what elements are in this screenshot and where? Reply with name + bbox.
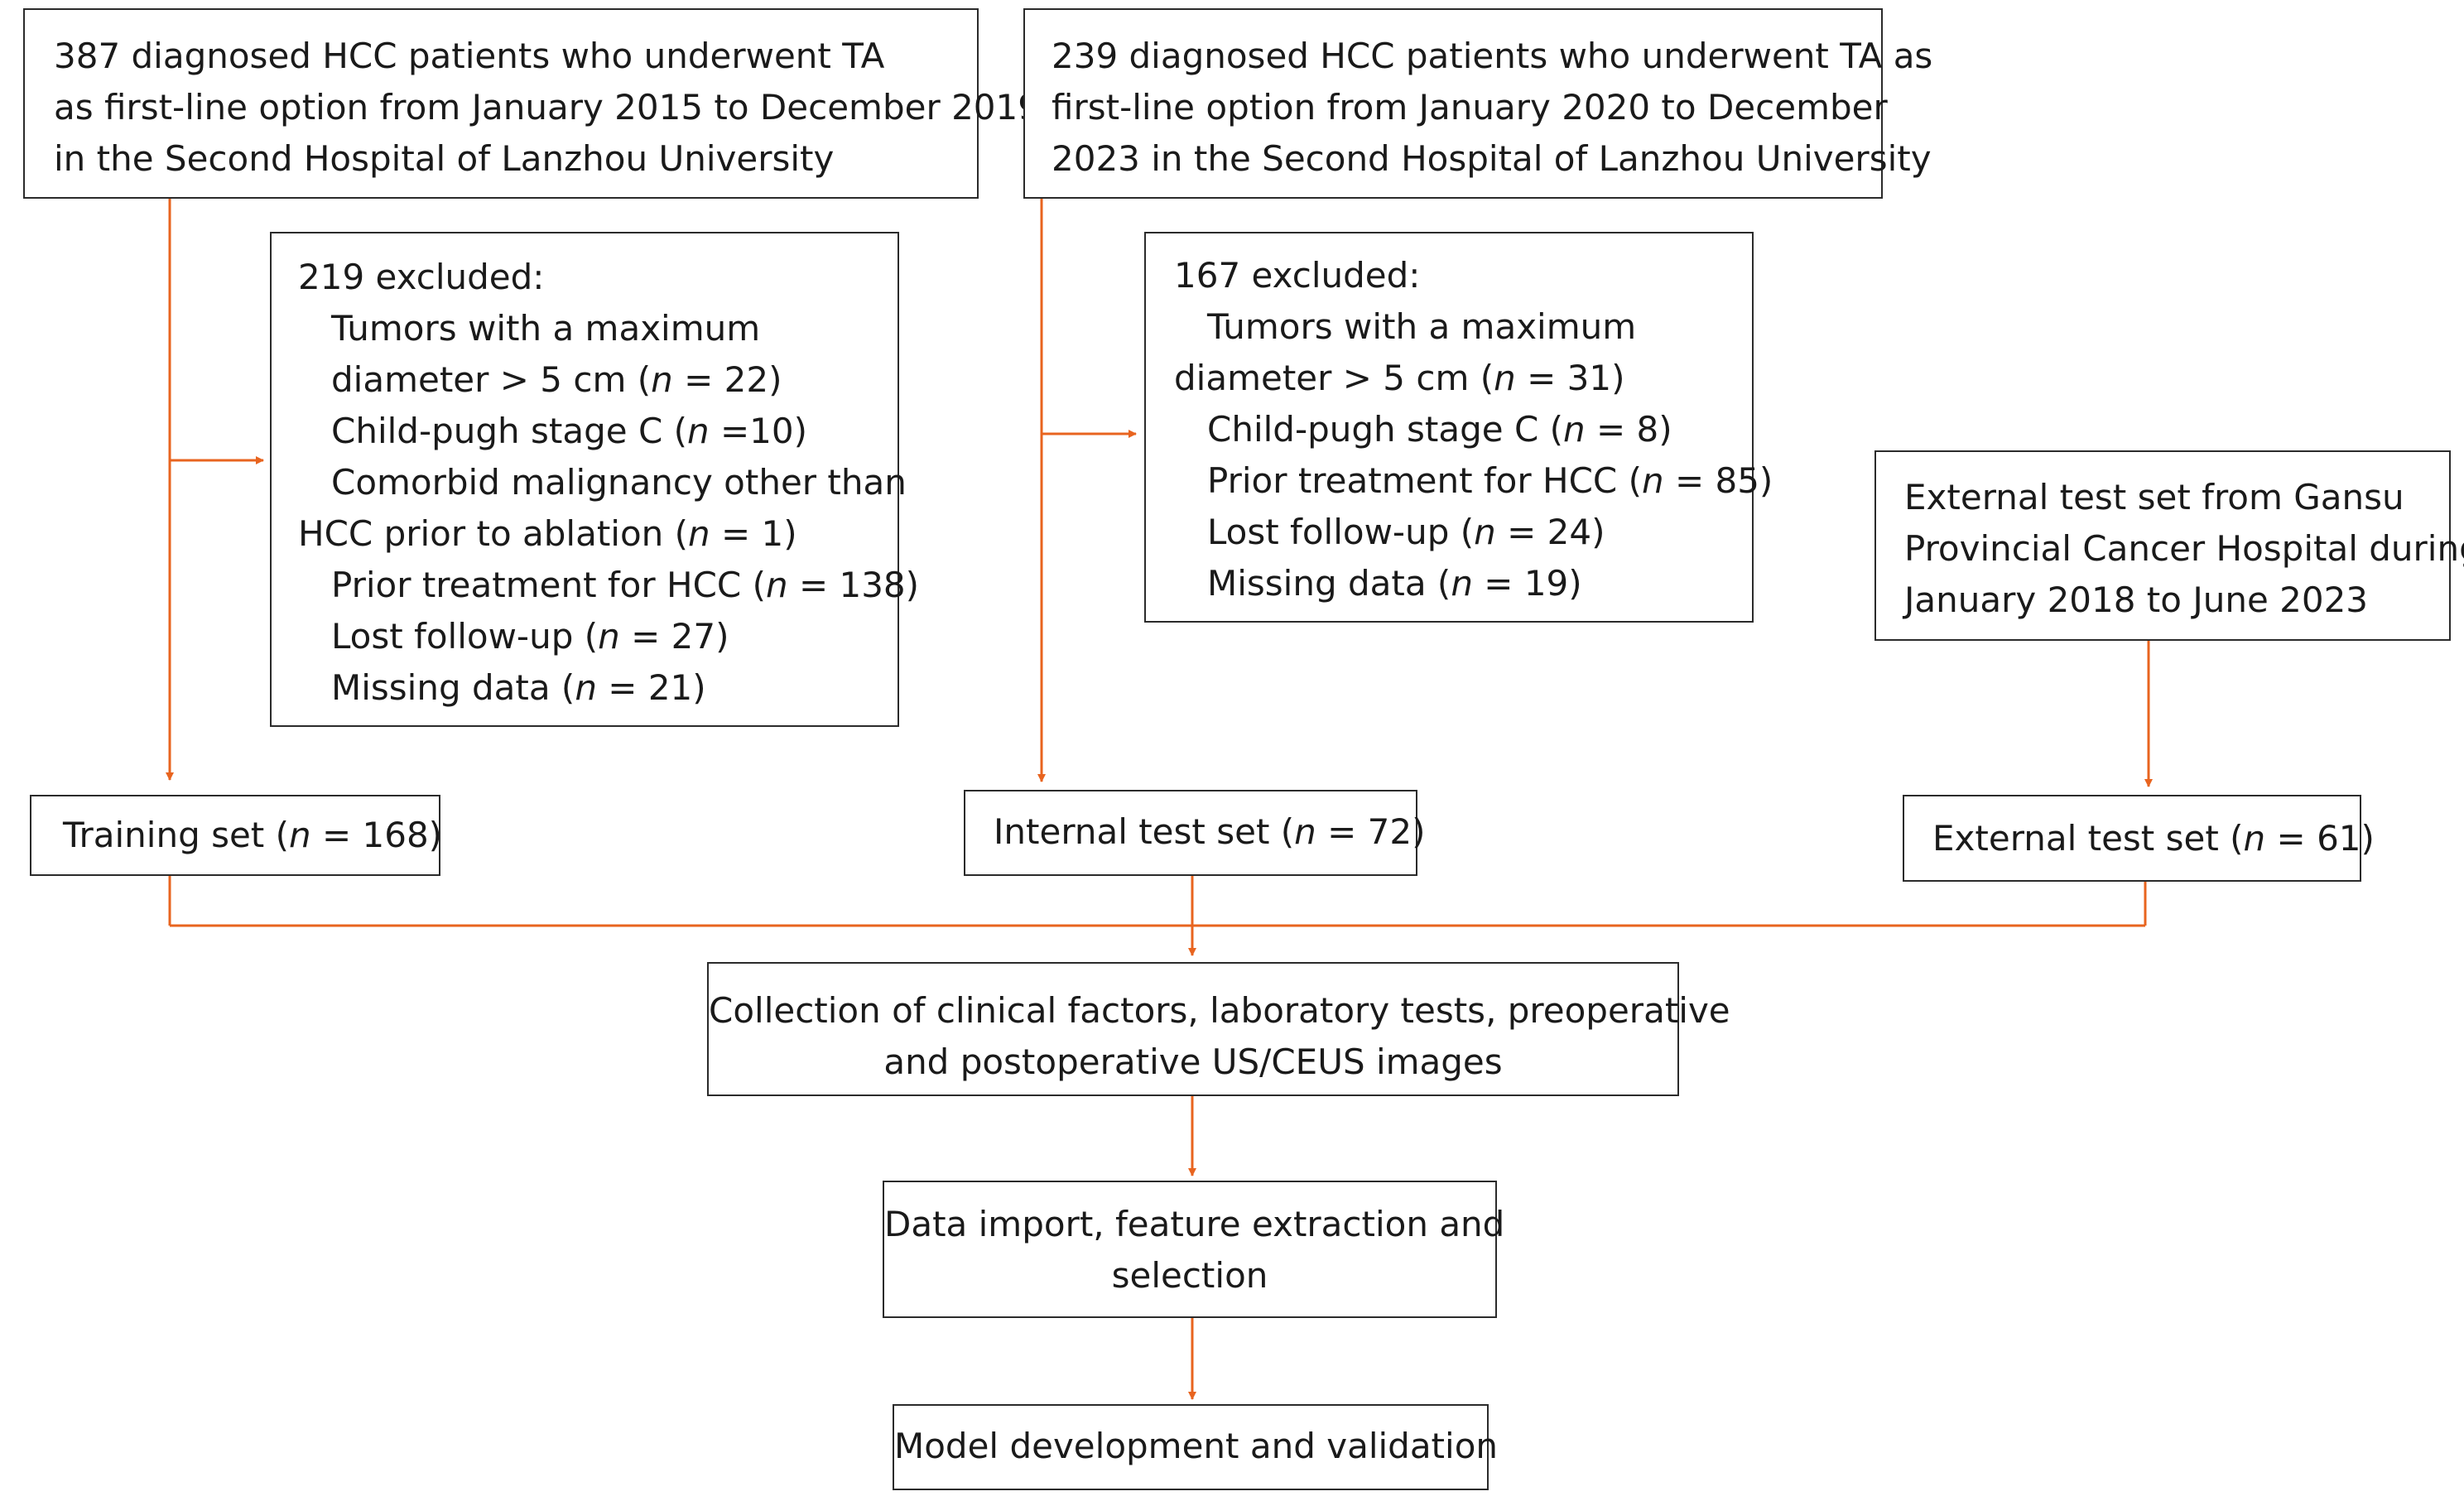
internal-test-set-label: Internal test set (n = 72) (994, 811, 1426, 852)
excluded-a-box: 219 excluded: Tumors with a maximum diame… (270, 232, 920, 727)
exclusion-criterion: Missing data (n = 21) (331, 667, 706, 708)
exclusion-criterion: Prior treatment for HCC (n = 138) (331, 565, 920, 605)
exclusion-criterion: Prior treatment for HCC (n = 85) (1207, 460, 1773, 501)
collection-line: and postoperative US/CEUS images (883, 1042, 1503, 1082)
excluded-b-box: 167 excluded: Tumors with a maximum diame… (1144, 232, 1773, 623)
exclusion-criterion: Tumors with a maximum (331, 308, 761, 349)
exclusion-criterion: diameter > 5 cm (n = 31) (1174, 358, 1625, 398)
exclusion-criterion: HCC prior to ablation (n = 1) (298, 513, 797, 554)
cohort-b-line: first-line option from January 2020 to D… (1052, 87, 1888, 127)
data-import-line: selection (1111, 1255, 1268, 1296)
external-source-line: January 2018 to June 2023 (1904, 580, 2369, 620)
training-set-box: Training set (n = 168) (30, 795, 443, 876)
data-import-box: Data import, feature extraction and sele… (883, 1181, 1505, 1318)
exclusion-criterion: diameter > 5 cm (n = 22) (331, 359, 782, 400)
external-test-set-label: External test set (n = 61) (1932, 818, 2375, 859)
exclusion-criterion: Tumors with a maximum (1207, 306, 1637, 347)
cohort-a-line: in the Second Hospital of Lanzhou Univer… (54, 138, 835, 179)
external-source-line: Provincial Cancer Hospital during (1904, 528, 2464, 569)
cohort-a-line: as first-line option from January 2015 t… (54, 87, 1040, 127)
external-source-box: External test set from Gansu Provincial … (1874, 450, 2464, 641)
data-import-line: Data import, feature extraction and (884, 1204, 1505, 1244)
model-label: Model development and validation (894, 1426, 1499, 1466)
cohort-a-line: 387 diagnosed HCC patients who underwent… (54, 36, 885, 76)
exclusion-criterion: Comorbid malignancy other than (331, 462, 907, 503)
external-source-line: External test set from Gansu (1904, 477, 2404, 517)
excluded-a-title: 219 excluded: (298, 257, 545, 297)
collection-box: Collection of clinical factors, laborato… (707, 962, 1730, 1096)
exclusion-criterion: Lost follow-up (n = 24) (1207, 512, 1605, 552)
exclusion-criterion: Child-pugh stage C (n =10) (331, 411, 808, 451)
collection-line: Collection of clinical factors, laborato… (709, 990, 1730, 1031)
cohort-a-box: 387 diagnosed HCC patients who underwent… (23, 8, 1040, 199)
excluded-b-title: 167 excluded: (1174, 255, 1421, 296)
internal-test-set-box: Internal test set (n = 72) (964, 790, 1426, 876)
cohort-b-box: 239 diagnosed HCC patients who underwent… (1023, 8, 1933, 199)
external-test-set-box: External test set (n = 61) (1903, 795, 2375, 882)
training-set-label: Training set (n = 168) (63, 815, 443, 855)
cohort-b-line: 239 diagnosed HCC patients who underwent… (1052, 36, 1933, 76)
cohort-b-line: 2023 in the Second Hospital of Lanzhou U… (1052, 138, 1932, 179)
model-box: Model development and validation (893, 1404, 1499, 1490)
exclusion-criterion: Missing data (n = 19) (1207, 563, 1582, 604)
exclusion-criterion: Child-pugh stage C (n = 8) (1207, 409, 1672, 450)
exclusion-criterion: Lost follow-up (n = 27) (331, 616, 729, 657)
